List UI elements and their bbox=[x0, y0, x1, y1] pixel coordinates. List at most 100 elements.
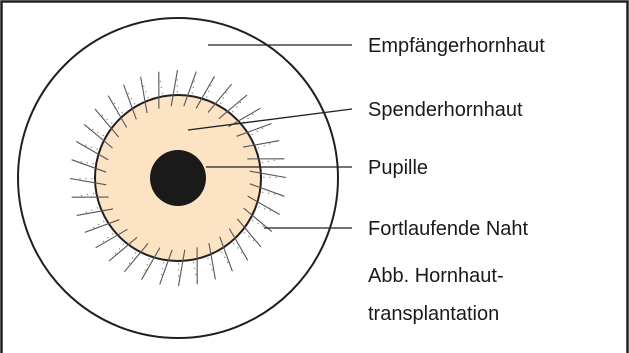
suture-dot bbox=[262, 162, 263, 163]
suture-dot bbox=[92, 129, 93, 130]
suture-dot bbox=[103, 241, 104, 242]
suture-dot bbox=[269, 143, 270, 144]
suture-dot bbox=[98, 224, 99, 225]
suture-dot bbox=[122, 112, 123, 113]
suture-dot bbox=[210, 85, 211, 86]
suture-dot bbox=[258, 147, 259, 148]
suture-dot bbox=[106, 119, 107, 120]
suture-dot bbox=[193, 262, 194, 263]
suture-dot bbox=[274, 160, 275, 161]
suture-dot bbox=[227, 262, 228, 263]
suture-dot bbox=[248, 236, 249, 237]
suture-dot bbox=[224, 257, 225, 258]
suture-dot bbox=[233, 243, 234, 244]
suture-dot bbox=[269, 177, 270, 178]
suture-dot bbox=[160, 81, 161, 82]
suture-dot bbox=[252, 134, 253, 135]
suture-dot bbox=[264, 208, 265, 209]
caption-line-2: transplantation bbox=[368, 303, 499, 325]
suture-dot bbox=[161, 87, 162, 88]
suture-dot bbox=[162, 268, 163, 269]
suture-dot bbox=[194, 268, 195, 269]
suture-dot bbox=[268, 193, 269, 194]
suture-dot bbox=[85, 145, 86, 146]
suture-dot bbox=[178, 275, 179, 276]
suture-dot bbox=[207, 258, 208, 259]
suture-dot bbox=[177, 85, 178, 86]
suture-dot bbox=[177, 91, 178, 92]
suture-dot bbox=[178, 263, 179, 264]
suture-dot bbox=[247, 118, 248, 119]
label-pupil: Pupille bbox=[368, 157, 428, 179]
suture-dot bbox=[192, 93, 193, 94]
suture-dot bbox=[241, 252, 242, 253]
suture-dot bbox=[177, 79, 178, 80]
suture-dot bbox=[223, 97, 224, 98]
suture-dot bbox=[257, 223, 258, 224]
suture-dot bbox=[131, 98, 132, 99]
suture-dot bbox=[93, 227, 94, 228]
suture-dot bbox=[118, 107, 119, 108]
suture-dot bbox=[275, 177, 276, 178]
suture-dot bbox=[163, 262, 164, 263]
suture-dot bbox=[212, 269, 213, 270]
suture-dot bbox=[91, 209, 92, 210]
suture-dot bbox=[270, 210, 271, 211]
suture-dot bbox=[107, 237, 108, 238]
suture-dot bbox=[244, 232, 245, 233]
suture-dot bbox=[206, 96, 207, 97]
suture-dot bbox=[262, 128, 263, 129]
suture-dot bbox=[162, 93, 163, 94]
suture-dot bbox=[102, 115, 103, 116]
suture-dot bbox=[91, 178, 92, 179]
suture-dot bbox=[252, 114, 253, 115]
suture-dot bbox=[274, 194, 275, 195]
caption-line-1: Abb. Hornhaut- bbox=[368, 265, 504, 287]
suture-dot bbox=[178, 269, 179, 270]
suture-dot bbox=[135, 252, 136, 253]
suture-dot bbox=[103, 221, 104, 222]
suture-dot bbox=[257, 131, 258, 132]
suture-dot bbox=[112, 233, 113, 234]
suture-dot bbox=[119, 248, 120, 249]
suture-dot bbox=[263, 226, 264, 227]
suture-dot bbox=[145, 270, 146, 271]
suture-dot bbox=[97, 207, 98, 208]
suture-dot bbox=[209, 264, 210, 265]
suture-dot bbox=[85, 178, 86, 179]
suture-dot bbox=[96, 149, 97, 150]
suture-dot bbox=[93, 163, 94, 164]
suture-dot bbox=[147, 264, 148, 265]
suture-dot bbox=[262, 192, 263, 193]
suture-dot bbox=[221, 252, 222, 253]
suture-dot bbox=[195, 274, 196, 275]
suture-dot bbox=[220, 103, 221, 104]
suture-dot bbox=[147, 97, 148, 98]
suture-dot bbox=[91, 147, 92, 148]
suture-dot bbox=[161, 274, 162, 275]
suture-dot bbox=[194, 81, 195, 82]
suture-dot bbox=[258, 206, 259, 207]
suture-dot bbox=[236, 106, 237, 107]
suture-dot bbox=[253, 240, 254, 241]
suture-dot bbox=[145, 91, 146, 92]
suture-dot bbox=[132, 257, 133, 258]
suture-dot bbox=[115, 253, 116, 254]
suture-dot bbox=[128, 93, 129, 94]
suture-dot bbox=[232, 111, 233, 112]
suture-dot bbox=[143, 86, 144, 87]
label-donor-cornea: Spenderhornhaut bbox=[368, 99, 523, 121]
suture-dot bbox=[97, 132, 98, 133]
suture-dot bbox=[129, 263, 130, 264]
suture-dot bbox=[79, 178, 80, 179]
suture-dot bbox=[87, 194, 88, 195]
suture-dot bbox=[264, 145, 265, 146]
suture-dot bbox=[87, 162, 88, 163]
suture-dot bbox=[240, 102, 241, 103]
suture-dot bbox=[103, 135, 104, 136]
suture-dot bbox=[81, 161, 82, 162]
label-continuous-suture: Fortlaufende Naht bbox=[368, 218, 529, 240]
pupil-circle bbox=[150, 150, 206, 206]
suture-dot bbox=[134, 103, 135, 104]
